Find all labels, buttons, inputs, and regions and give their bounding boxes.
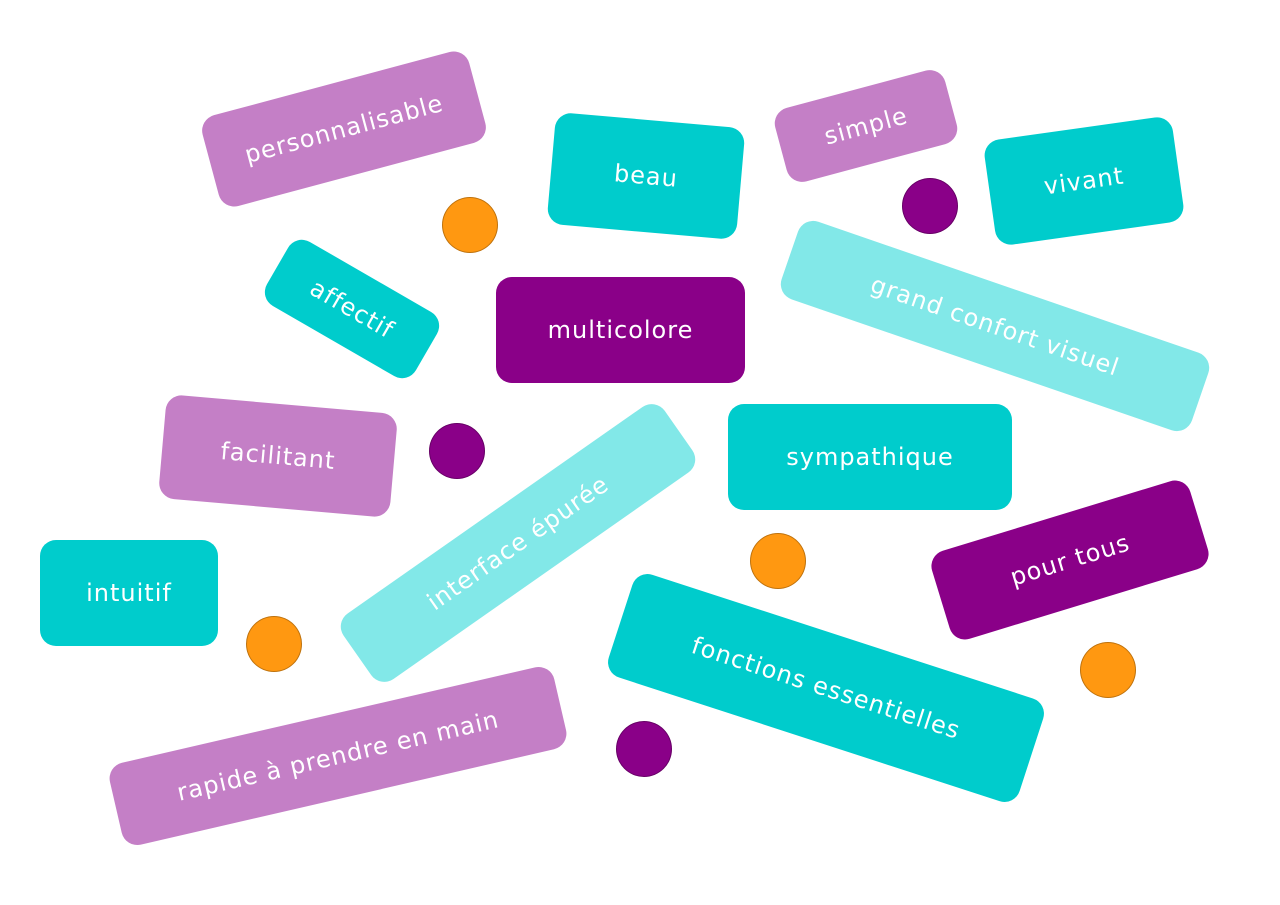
tag-intuitif: intuitif bbox=[40, 540, 218, 646]
orange-dot bbox=[750, 533, 806, 589]
tag-personnalisable: personnalisable bbox=[198, 47, 490, 211]
orange-dot bbox=[1080, 642, 1136, 698]
tag-grand-confort-visuel: grand confort visuel bbox=[776, 216, 1214, 436]
purple-dot bbox=[616, 721, 672, 777]
tag-multicolore: multicolore bbox=[496, 277, 745, 383]
orange-dot bbox=[246, 616, 302, 672]
purple-dot bbox=[902, 178, 958, 234]
tag-facilitant: facilitant bbox=[157, 394, 399, 518]
tag-sympathique: sympathique bbox=[728, 404, 1012, 510]
tag-vivant: vivant bbox=[982, 115, 1186, 247]
purple-dot bbox=[429, 423, 485, 479]
orange-dot bbox=[442, 197, 498, 253]
tag-rapide-a-prendre-en-main: rapide à prendre en main bbox=[106, 663, 570, 849]
tag-affectif: affectif bbox=[259, 233, 445, 385]
tag-simple: simple bbox=[771, 66, 961, 186]
tag-beau: beau bbox=[546, 111, 746, 241]
